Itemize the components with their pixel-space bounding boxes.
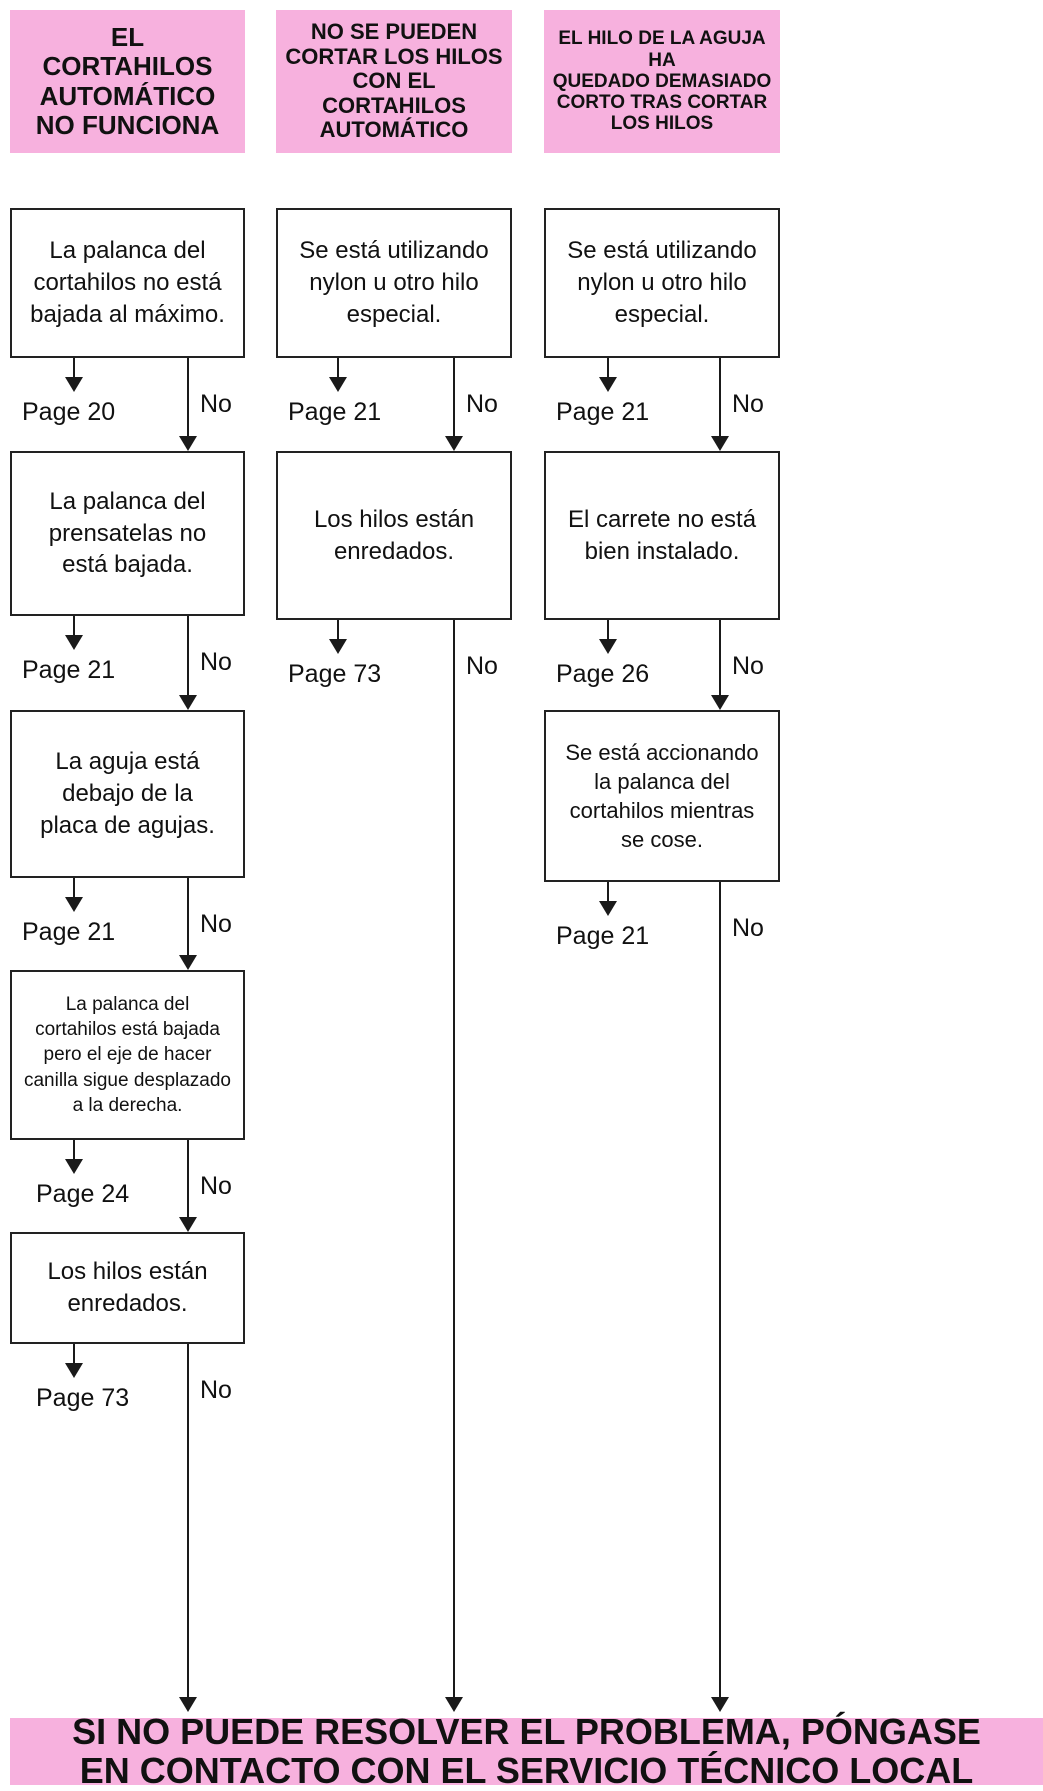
page-reference: Page 24	[36, 1180, 130, 1208]
page-reference: Page 26	[556, 660, 650, 688]
page-arrow-head	[599, 377, 617, 392]
step-text-line: El carrete no está	[567, 505, 757, 533]
step-text-line: la palanca del	[594, 768, 730, 794]
step-text-line: Se está accionando	[565, 739, 759, 765]
no-arrow-head	[179, 436, 197, 451]
column-1-step-1-box: La palanca del cortahilos no está bajada a…	[10, 208, 245, 358]
column-1-step-5-box: Los hilos están enredados.	[10, 1232, 245, 1344]
no-label: No	[466, 390, 498, 418]
page-arrow-head	[329, 639, 347, 654]
step-text-line: placa de agujas.	[40, 811, 215, 839]
step-text-line: cortahilos está bajada	[35, 1019, 220, 1041]
no-label: No	[732, 652, 764, 680]
page-reference: Page 21	[556, 922, 650, 950]
no-label: No	[200, 648, 232, 676]
no-arrow-head	[179, 955, 197, 970]
step-text-line: cortahilos no está	[33, 269, 222, 297]
page-arrow-head	[65, 1159, 83, 1174]
no-arrow-head	[445, 436, 463, 451]
step-text-line: La aguja está	[55, 748, 200, 776]
no-arrow-head	[179, 1217, 197, 1232]
page-arrow-head	[599, 639, 617, 654]
step-text-line: debajo de la	[62, 780, 193, 808]
step-text-line: Los hilos están	[47, 1258, 208, 1286]
column-3-step-1-box: Se está utilizando nylon u otro hilo espec…	[544, 208, 780, 358]
no-label: No	[466, 652, 498, 680]
page-reference: Page 73	[288, 660, 382, 688]
no-arrow-head	[179, 695, 197, 710]
page-reference: Page 20	[22, 398, 116, 426]
page-reference: Page 21	[22, 918, 116, 946]
step-text-line: se cose.	[621, 827, 703, 853]
header-line: CORTAR LOS HILOS	[285, 43, 503, 69]
column-1-step-3-box: La aguja está debajo de la placa de agujas…	[10, 710, 245, 878]
step-text-line: La palanca del	[49, 487, 206, 515]
header-line: LOS HILOS	[610, 113, 714, 135]
column-2-step-1-box: Se está utilizando nylon u otro hilo espec…	[276, 208, 512, 358]
footer-line: SI NO PUEDE RESOLVER EL PROBLEMA, PÓNGAS…	[72, 1710, 981, 1752]
page-reference: Page 21	[22, 656, 116, 684]
step-text-line: nylon u otro hilo	[309, 269, 479, 297]
no-label: No	[200, 390, 232, 418]
header-line: AUTOMÁTICO	[39, 80, 216, 111]
header-line: NO SE PUEDEN	[310, 18, 478, 44]
no-label: No	[200, 1376, 232, 1404]
header-line: QUEDADO DEMASIADO	[552, 70, 772, 92]
column-2-step-2-box: Los hilos están enredados.	[276, 451, 512, 620]
footer-contact-banner: SI NO PUEDE RESOLVER EL PROBLEMA, PÓNGAS…	[10, 1712, 1043, 1789]
step-text-line: prensatelas no	[48, 519, 207, 547]
page-arrow-head	[65, 1363, 83, 1378]
step-text-line: Se está utilizando	[567, 237, 757, 265]
step-text-line: bien instalado.	[584, 537, 740, 565]
step-text-line: enredados.	[67, 1290, 188, 1317]
step-text-line: cortahilos mientras	[569, 798, 755, 823]
step-text-line: La palanca del	[65, 994, 190, 1016]
step-text-line: La palanca del	[49, 237, 206, 265]
no-arrow-head	[179, 1697, 197, 1712]
column-3-step-2-box: El carrete no está bien instalado.	[544, 451, 780, 620]
no-arrow-head	[711, 436, 729, 451]
page-arrow-head	[65, 897, 83, 912]
no-label: No	[732, 914, 764, 942]
page-arrow-head	[65, 635, 83, 650]
step-text-line: Los hilos están	[313, 505, 475, 533]
no-arrow-head	[711, 695, 729, 710]
page-arrow-head	[65, 377, 83, 392]
no-arrow-head	[445, 1697, 463, 1712]
step-text-line: bajada al máximo.	[30, 300, 225, 328]
header-line: CORTAHILOS	[42, 51, 213, 82]
step-text-line: especial.	[614, 300, 710, 328]
step-text-line: enredados.	[333, 537, 455, 565]
step-text-line: especial.	[346, 300, 442, 328]
no-label: No	[732, 390, 764, 418]
page-reference: Page 73	[36, 1384, 130, 1412]
page-reference: Page 21	[288, 398, 382, 426]
step-text-line: a la derecha.	[72, 1094, 183, 1116]
page-arrow-head	[329, 377, 347, 392]
header-line: EL HILO DE LA AGUJA HA	[558, 28, 766, 71]
header-line: EL	[110, 22, 145, 53]
step-text-line: canilla sigue desplazado	[23, 1069, 232, 1091]
step-text-line: Se está utilizando	[299, 237, 489, 265]
page-arrow-head	[599, 901, 617, 916]
column-1-step-4-box: La palanca del cortahilos está bajada pero…	[10, 970, 245, 1140]
page-reference: Page 21	[556, 398, 650, 426]
step-text-line: pero el eje de hacer	[43, 1044, 212, 1066]
header-line: CON EL CORTAHILOS	[322, 68, 466, 118]
step-text-line: está bajada.	[62, 551, 193, 579]
footer-line: EN CONTACTO CON EL SERVICIO TÉCNICO LOCA…	[79, 1749, 974, 1791]
no-label: No	[200, 1172, 232, 1200]
header-line: AUTOMÁTICO	[319, 117, 469, 143]
column-3-step-3-box: Se está accionando la palanca del cortahil…	[544, 710, 780, 882]
header-line: CORTO TRAS CORTAR	[556, 92, 768, 114]
column-1-step-2-box: La palanca del prensatelas no está bajada.	[10, 451, 245, 616]
no-label: No	[200, 910, 232, 938]
header-line: NO FUNCIONA	[35, 109, 220, 140]
no-arrow-head	[711, 1697, 729, 1712]
step-text-line: nylon u otro hilo	[577, 269, 747, 297]
